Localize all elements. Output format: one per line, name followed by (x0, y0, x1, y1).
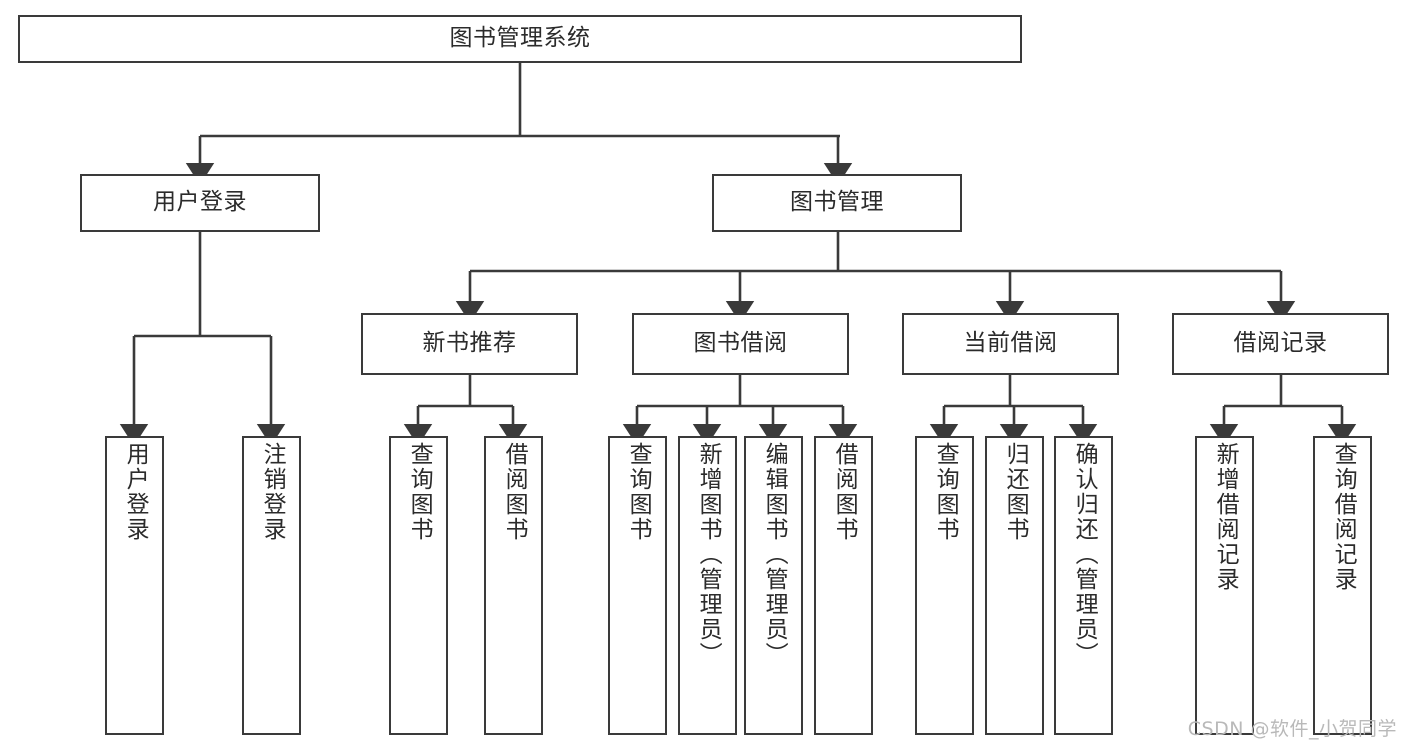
leaf-query-book-recommend[interactable]: 查询图书 (389, 436, 448, 735)
node-label: 用户登录 (122, 442, 149, 542)
node-label: 图书借阅 (693, 330, 788, 357)
leaf-return-book[interactable]: 归还图书 (985, 436, 1044, 735)
node-label: 查询借阅记录 (1330, 442, 1357, 592)
node-label: 确认归还（管理员） (1071, 442, 1098, 667)
node-user-login[interactable]: 用户登录 (80, 174, 320, 232)
node-label: 归还图书 (1002, 442, 1029, 542)
leaf-edit-book-admin[interactable]: 编辑图书（管理员） (744, 436, 803, 735)
leaf-borrow-book[interactable]: 借阅图书 (814, 436, 873, 735)
node-label: 图书管理系统 (449, 25, 591, 52)
node-label: 借阅图书 (831, 442, 858, 542)
node-label: 编辑图书（管理员） (761, 442, 788, 667)
node-borrow-record[interactable]: 借阅记录 (1172, 313, 1389, 375)
node-root-book-management-system[interactable]: 图书管理系统 (18, 15, 1022, 63)
leaf-confirm-return-admin[interactable]: 确认归还（管理员） (1054, 436, 1113, 735)
node-label: 用户登录 (153, 189, 247, 216)
node-book-management[interactable]: 图书管理 (712, 174, 962, 232)
leaf-logout-login[interactable]: 注销登录 (242, 436, 301, 735)
node-current-borrow[interactable]: 当前借阅 (902, 313, 1119, 375)
node-label: 新书推荐 (422, 330, 517, 357)
node-label: 借阅图书 (501, 442, 528, 542)
node-label: 新增图书（管理员） (695, 442, 722, 667)
node-label: 查询图书 (625, 442, 652, 542)
leaf-query-borrow-record[interactable]: 查询借阅记录 (1313, 436, 1372, 735)
leaf-query-book-borrow[interactable]: 查询图书 (608, 436, 667, 735)
node-label: 当前借阅 (963, 330, 1058, 357)
watermark: CSDN @软件_小贺同学 (1187, 718, 1397, 740)
node-label: 图书管理 (790, 189, 884, 216)
node-label: 注销登录 (259, 442, 286, 542)
leaf-borrow-book-recommend[interactable]: 借阅图书 (484, 436, 543, 735)
leaf-user-login[interactable]: 用户登录 (105, 436, 164, 735)
node-label: 借阅记录 (1233, 330, 1328, 357)
node-label: 查询图书 (406, 442, 433, 542)
node-label: 新增借阅记录 (1212, 442, 1239, 592)
node-new-book-recommend[interactable]: 新书推荐 (361, 313, 578, 375)
leaf-add-book-admin[interactable]: 新增图书（管理员） (678, 436, 737, 735)
leaf-query-book-current[interactable]: 查询图书 (915, 436, 974, 735)
node-label: 查询图书 (932, 442, 959, 542)
node-book-borrow[interactable]: 图书借阅 (632, 313, 849, 375)
leaf-add-borrow-record[interactable]: 新增借阅记录 (1195, 436, 1254, 735)
